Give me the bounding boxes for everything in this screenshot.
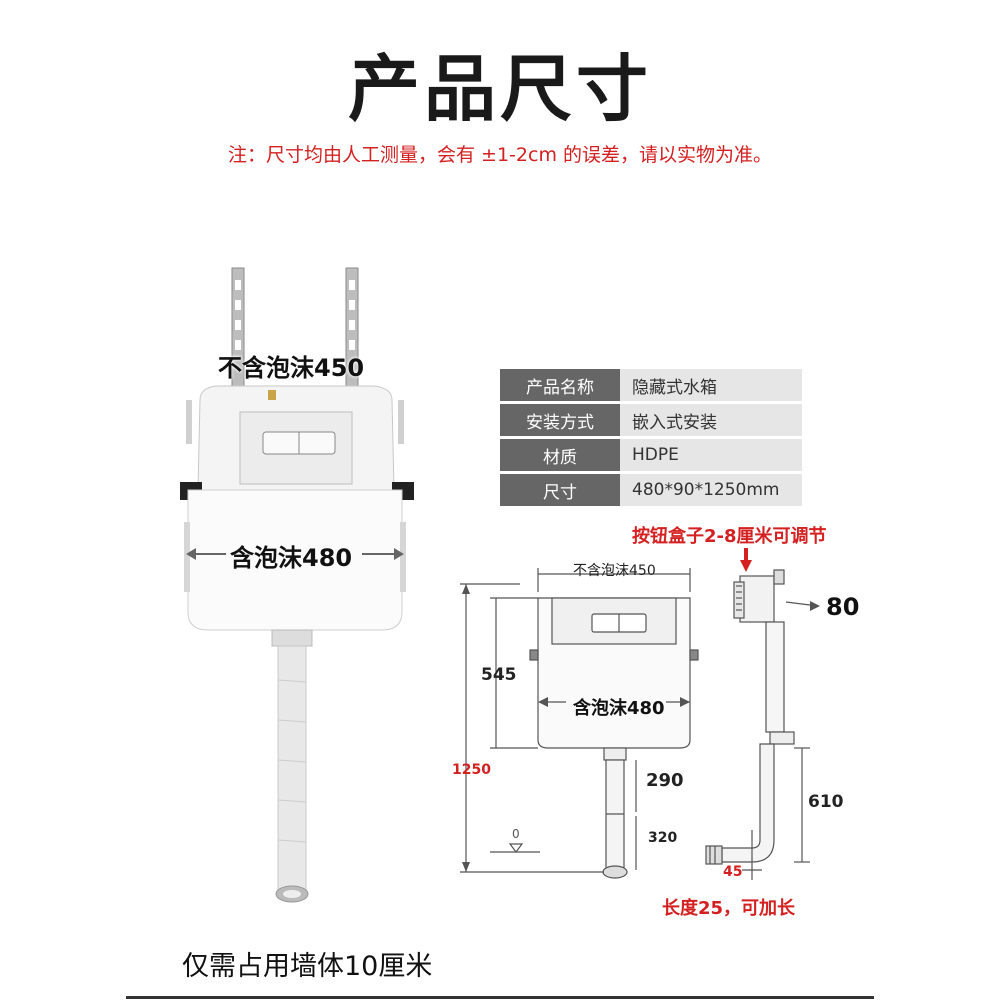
drawing-total-height: 1250 <box>452 762 491 778</box>
spec-key: 材质 <box>500 439 620 471</box>
button-box-adjust-note: 按钮盒子2-8厘米可调节 <box>632 526 827 547</box>
wall-space-note: 仅需占用墙体10厘米 <box>182 951 433 982</box>
no-foam-width-label: 不含泡沫450 <box>218 354 365 382</box>
technical-drawing: 0 <box>460 548 820 880</box>
spec-row: 材质 HDPE <box>500 439 802 471</box>
drawing-side-pipe: 610 <box>808 792 844 812</box>
spec-value: 480*90*1250mm <box>620 474 802 506</box>
foam-width-label: 含泡沫480 <box>230 544 353 572</box>
extend-length-note: 长度25，可加长 <box>662 898 796 919</box>
spec-key: 安装方式 <box>500 404 620 436</box>
spec-value: 隐藏式水箱 <box>620 369 802 401</box>
spec-row: 产品名称 隐藏式水箱 <box>500 369 802 401</box>
mounting-bracket <box>231 267 359 389</box>
spec-value: HDPE <box>620 439 802 471</box>
spec-value: 嵌入式安装 <box>620 404 802 436</box>
product-photo <box>180 267 414 903</box>
spec-row: 尺寸 480*90*1250mm <box>500 474 802 506</box>
spec-key: 尺寸 <box>500 474 620 506</box>
drawing-tank-height: 545 <box>481 665 517 685</box>
foam-width-arrow <box>186 548 404 560</box>
measurement-note: 注：尺寸均由人工测量，会有 ±1-2cm 的误差，请以实物为准。 <box>228 144 772 166</box>
bottom-divider <box>126 996 874 999</box>
svg-text:0: 0 <box>512 827 520 841</box>
drawing-pipe-upper: 290 <box>646 770 684 791</box>
spec-table: 产品名称 隐藏式水箱 安装方式 嵌入式安装 材质 HDPE 尺寸 480*90*… <box>500 366 802 509</box>
spec-key: 产品名称 <box>500 369 620 401</box>
spec-row: 安装方式 嵌入式安装 <box>500 404 802 436</box>
drawing-side-outlet: 45 <box>723 864 743 880</box>
drawing-foam-width: 含泡沫480 <box>573 698 665 719</box>
drawing-side-depth: 80 <box>826 593 860 621</box>
drawing-pipe-lower: 320 <box>648 830 678 846</box>
drawing-top-width: 不含泡沫450 <box>573 563 656 579</box>
page-title: 产品尺寸 <box>347 47 652 131</box>
